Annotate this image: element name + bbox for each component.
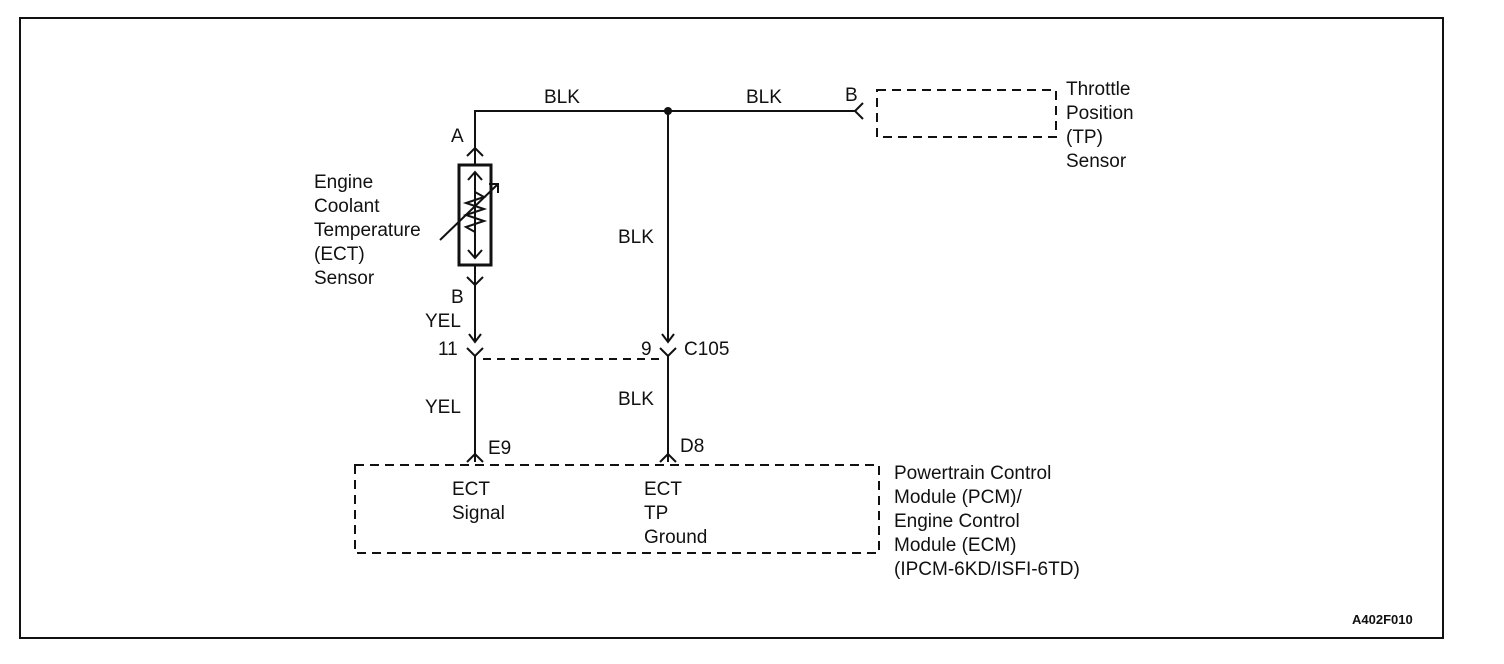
c105-pin-11 [466,347,484,358]
ect-arrow-down [467,249,483,260]
wire-label-yel-lower: YEL [425,397,461,418]
pin-label-c105-11: 11 [438,339,458,360]
pin-label-c105-9: 9 [641,339,652,360]
wire-blk-top [474,110,855,140]
wire-label-yel-ect: YEL [425,311,461,332]
pcm-box [354,464,880,554]
ect-variable-arrow [439,183,499,241]
wire-label-blk-lower: BLK [618,389,654,410]
ect-terminal-b [466,276,484,287]
pcm-terminal-d8 [659,452,677,463]
pin-label-ect-a: A [451,126,464,147]
tp-sensor-label: Throttle Position (TP) Sensor [1066,79,1134,172]
c105-pin-9 [659,347,677,358]
pin-label-tp-b: B [845,85,858,106]
ect-arrow-up [467,170,483,181]
wire-label-blk-vertical: BLK [618,227,654,248]
pcm-ect-tp-ground-label: ECT TP Ground [644,479,708,548]
ect-sensor-label: Engine Coolant Temperature (ECT) Sensor [314,172,421,289]
wire-label-blk-top-left: BLK [544,87,580,108]
ect-resistor-zigzag [462,191,488,233]
ect-variable-arrowhead [489,183,499,193]
tp-sensor-box [876,89,1057,138]
diagram-frame [19,17,1444,639]
pcm-terminal-e9 [466,452,484,463]
pcm-ect-signal-label: ECT Signal [452,479,505,524]
pin-label-ect-b: B [451,287,464,308]
wire-label-blk-top-right: BLK [746,87,782,108]
figure-reference: A402F010 [1352,612,1413,627]
tp-terminal-b [853,102,864,120]
pcm-label: Powertrain Control Module (PCM)/ Engine … [894,463,1080,580]
yel-arrow [468,333,482,344]
blk-arrow [661,333,675,344]
pin-label-pcm-e9: E9 [488,438,512,459]
connector-label-c105: C105 [684,339,730,360]
pin-label-pcm-d8: D8 [680,436,705,457]
